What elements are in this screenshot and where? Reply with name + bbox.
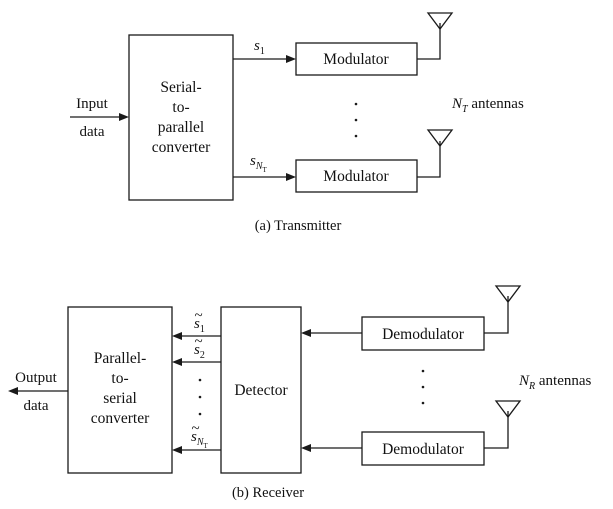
tx-ellipsis-dot-1 — [354, 102, 358, 106]
rx-tilde-3: ~ — [192, 421, 200, 437]
input-label-line2: data — [80, 124, 105, 140]
rx-tilde-1: ~ — [195, 308, 203, 324]
tx-ellipsis-dot-3 — [354, 134, 358, 138]
transmitter-section: Input data Serial- to- parallel converte… — [70, 12, 524, 234]
rx-antenna-2-icon — [494, 400, 522, 419]
rx-ellipsis-dot-2 — [198, 395, 202, 399]
input-arrowhead — [119, 113, 129, 121]
rx-antenna-1-icon — [494, 285, 522, 304]
pts-label-line4: converter — [91, 410, 150, 427]
tx-signal-s1: s1 — [254, 38, 265, 57]
tx-antenna-1-feed — [417, 23, 441, 60]
modulator-block-2 — [295, 159, 418, 193]
rx-ellipsis-dot-1 — [198, 378, 202, 382]
rx-signal-snt: sNT — [191, 429, 209, 450]
transmitter-caption: (a) Transmitter — [255, 218, 342, 234]
detector-label: Detector — [234, 382, 288, 399]
demodulator-1-label: Demodulator — [382, 326, 465, 343]
demod-1-arrowhead — [301, 329, 311, 337]
tx-branch-1-arrowhead — [286, 55, 296, 63]
pts-label-line2: to- — [111, 370, 128, 387]
tx-antennas-label: NT antennas — [451, 96, 524, 115]
rx-demod-dot-2 — [421, 385, 425, 389]
parallel-to-serial-block — [67, 306, 173, 474]
rx-demod-dot-1 — [421, 369, 425, 373]
tx-branch-2-arrowhead — [286, 173, 296, 181]
demodulator-2-label: Demodulator — [382, 441, 465, 458]
output-label-line1: Output — [15, 370, 58, 386]
output-arrowhead — [8, 387, 18, 395]
rx-antenna-2-feed — [484, 411, 509, 449]
demodulator-block-2 — [361, 431, 485, 466]
rx-antennas-label: NR antennas — [518, 373, 592, 392]
stp-label-line1: Serial- — [160, 79, 201, 96]
rx-signal-1-arrowhead — [172, 332, 182, 340]
rx-signal-3-arrowhead — [172, 446, 182, 454]
rx-tilde-2: ~ — [195, 334, 203, 350]
stp-label-line2: to- — [172, 99, 189, 116]
input-label-line1: Input — [76, 96, 108, 112]
demodulator-block-1 — [361, 316, 485, 351]
stp-label-line4: converter — [152, 139, 211, 156]
demod-2-arrowhead — [301, 444, 311, 452]
rx-demod-dot-3 — [421, 401, 425, 405]
pts-label-line3: serial — [103, 390, 137, 407]
stp-label-line3: parallel — [158, 119, 204, 136]
rx-signal-s2: s2 — [194, 342, 205, 361]
rx-ellipsis-dot-3 — [198, 412, 202, 416]
receiver-section: Output data Parallel- to- serial convert… — [8, 285, 592, 501]
pts-label-line1: Parallel- — [94, 350, 147, 367]
modulator-2-label: Modulator — [323, 168, 389, 185]
tx-ellipsis-dot-2 — [354, 118, 358, 122]
receiver-caption: (b) Receiver — [232, 485, 304, 501]
serial-to-parallel-block — [128, 34, 234, 201]
rx-antenna-1-feed — [484, 296, 509, 334]
detector-block — [220, 306, 302, 474]
tx-antenna-1-icon — [426, 12, 454, 31]
rx-signal-2-arrowhead — [172, 358, 182, 366]
rx-signal-s1: s1 — [194, 316, 205, 335]
modulator-1-label: Modulator — [323, 51, 389, 68]
output-label-line2: data — [24, 398, 49, 414]
tx-signal-snt: sNT — [250, 153, 268, 174]
tx-antenna-2-feed — [417, 141, 441, 178]
tx-antenna-2-icon — [426, 129, 454, 148]
